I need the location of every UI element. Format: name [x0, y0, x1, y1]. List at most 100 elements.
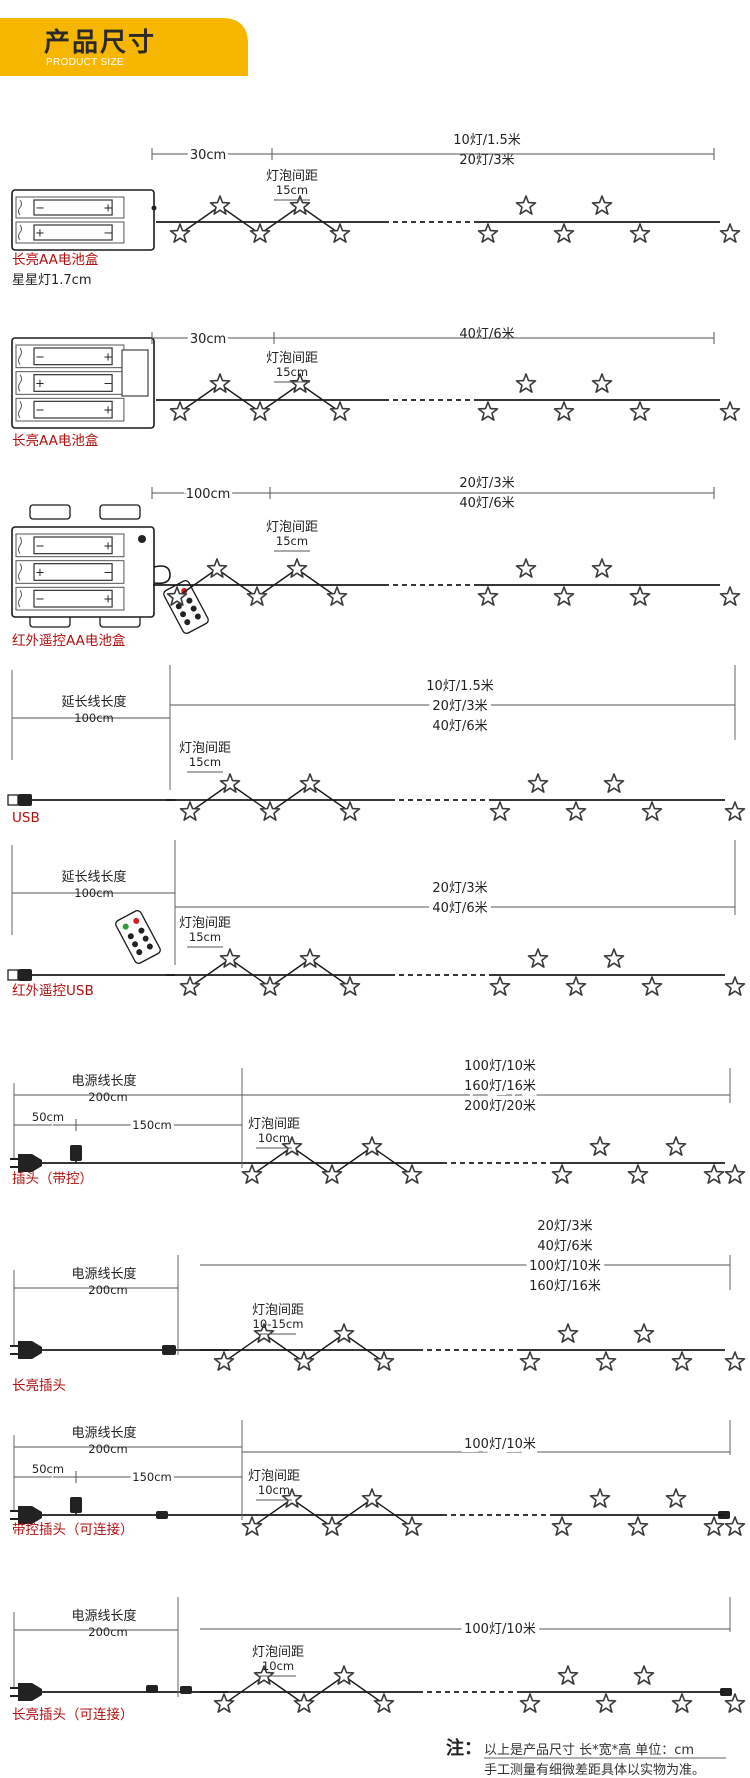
power-cable-length-label: 电源线长度	[71, 1425, 136, 1441]
bulb-spacing-value: 15cm	[276, 365, 308, 379]
light-count-specs: 40灯/6米	[459, 327, 514, 342]
aa-battery-icon	[33, 224, 113, 241]
star-bulb-icon	[641, 976, 663, 996]
usb-metal-tip	[7, 794, 19, 806]
star-bulb-icon	[293, 1693, 315, 1713]
wire-segment	[303, 1675, 345, 1705]
star-bulb-icon	[286, 558, 308, 578]
wire-segment	[259, 205, 301, 235]
wire-segment	[309, 783, 351, 813]
plug-body	[18, 1683, 42, 1701]
star-bulb-icon	[321, 1516, 343, 1536]
remote-body	[163, 579, 209, 635]
star-bulb-icon	[629, 223, 651, 243]
spec-label: 100灯/10米	[464, 1437, 536, 1452]
star-bulb-icon	[633, 1665, 655, 1685]
wire-segment	[291, 1498, 333, 1528]
wire-segment	[223, 1675, 265, 1705]
battery-polarity: +	[103, 403, 113, 417]
segment-length-value: 150cm	[132, 1470, 171, 1484]
star-bulb-icon	[553, 223, 575, 243]
star-bulb-icon	[519, 1693, 541, 1713]
star-bulb-icon	[565, 976, 587, 996]
ir-receiver-icon	[138, 535, 146, 543]
wire-segment	[343, 1333, 385, 1363]
star-bulb-icon	[724, 1351, 746, 1371]
star-bulb-icon	[169, 223, 191, 243]
spec-label: 100灯/10米	[464, 1059, 536, 1074]
star-bulb-icon	[246, 586, 268, 606]
usb-metal-tip	[7, 969, 19, 981]
star-bulb-icon	[326, 586, 348, 606]
end-connector-icon	[720, 1688, 732, 1696]
star-bulb-icon	[259, 801, 281, 821]
cable-loop	[153, 565, 171, 585]
wire-segment	[371, 1498, 413, 1528]
aa-battery-icon	[33, 536, 113, 555]
star-bulb-icon	[627, 1164, 649, 1184]
star-bulb-icon	[333, 1665, 355, 1685]
star-bulb-icon	[724, 801, 746, 821]
wire-segment	[299, 205, 341, 235]
star-bulb-icon	[629, 401, 651, 421]
star-bulb-icon	[603, 948, 625, 968]
star-light-string	[156, 195, 741, 243]
remote-button-red	[133, 917, 140, 924]
wire-segment	[251, 1498, 293, 1528]
star-light-string	[228, 1488, 746, 1536]
battery-clip	[29, 504, 71, 520]
length-dimension	[271, 148, 715, 160]
star-bulb-icon	[241, 1516, 263, 1536]
remote-button	[142, 935, 149, 942]
bulb-spacing-label: 灯泡间距	[252, 1303, 304, 1318]
spec-label: 160灯/16米	[529, 1279, 601, 1294]
star-bulb-icon	[249, 223, 271, 243]
product-name: 红外遥控AA电池盒	[12, 632, 126, 649]
wire-segment	[331, 1146, 373, 1176]
star-bulb-icon	[253, 1323, 275, 1343]
plug-body	[18, 1341, 42, 1359]
extension-length-label: 延长线长度	[61, 694, 126, 710]
page-subtitle: PRODUCT SIZE	[46, 57, 124, 68]
spec-label: 40灯/6米	[432, 719, 487, 734]
wire-segment	[343, 1675, 385, 1705]
battery-polarity: −	[35, 592, 45, 606]
star-bulb-icon	[515, 373, 537, 393]
aa-battery-box: −++−	[11, 189, 155, 251]
star-bulb-icon	[595, 1693, 617, 1713]
wire-segment	[331, 1498, 373, 1528]
star-light-string	[153, 558, 741, 606]
bulb-spacing-value: 10cm	[258, 1131, 290, 1145]
star-bulb-icon	[553, 401, 575, 421]
bulb-spacing-value: 10-15cm	[253, 1317, 304, 1331]
controller-box	[70, 1145, 82, 1161]
remote-button	[190, 605, 197, 612]
spec-label: 100灯/10米	[464, 1622, 536, 1637]
power-cable-length-value: 200cm	[88, 1283, 127, 1297]
star-bulb-icon	[553, 586, 575, 606]
controller-box-icon	[70, 1497, 82, 1515]
wire-segment	[189, 783, 231, 813]
controller-box-icon	[70, 1145, 82, 1163]
battery-spring-icon	[18, 536, 22, 554]
bulb-spacing-value: 15cm	[189, 930, 221, 944]
product-name: USB	[12, 810, 40, 826]
star-bulb-icon	[213, 1693, 235, 1713]
star-bulb-icon	[249, 401, 271, 421]
battery-spring-icon	[18, 374, 22, 392]
star-bulb-icon	[401, 1516, 423, 1536]
cable-joint	[162, 1345, 176, 1355]
connector-body	[156, 1511, 168, 1519]
star-bulb-icon	[515, 558, 537, 578]
star-bulb-icon	[719, 223, 741, 243]
connector-icon	[146, 1685, 158, 1693]
remote-button	[132, 941, 139, 948]
star-bulb-icon	[329, 401, 351, 421]
bulb-spacing-label: 灯泡间距	[252, 1645, 304, 1660]
lead-length-value: 30cm	[190, 332, 226, 347]
remote-button	[175, 603, 182, 610]
star-bulb-icon	[281, 1488, 303, 1508]
star-bulb-icon	[557, 1323, 579, 1343]
